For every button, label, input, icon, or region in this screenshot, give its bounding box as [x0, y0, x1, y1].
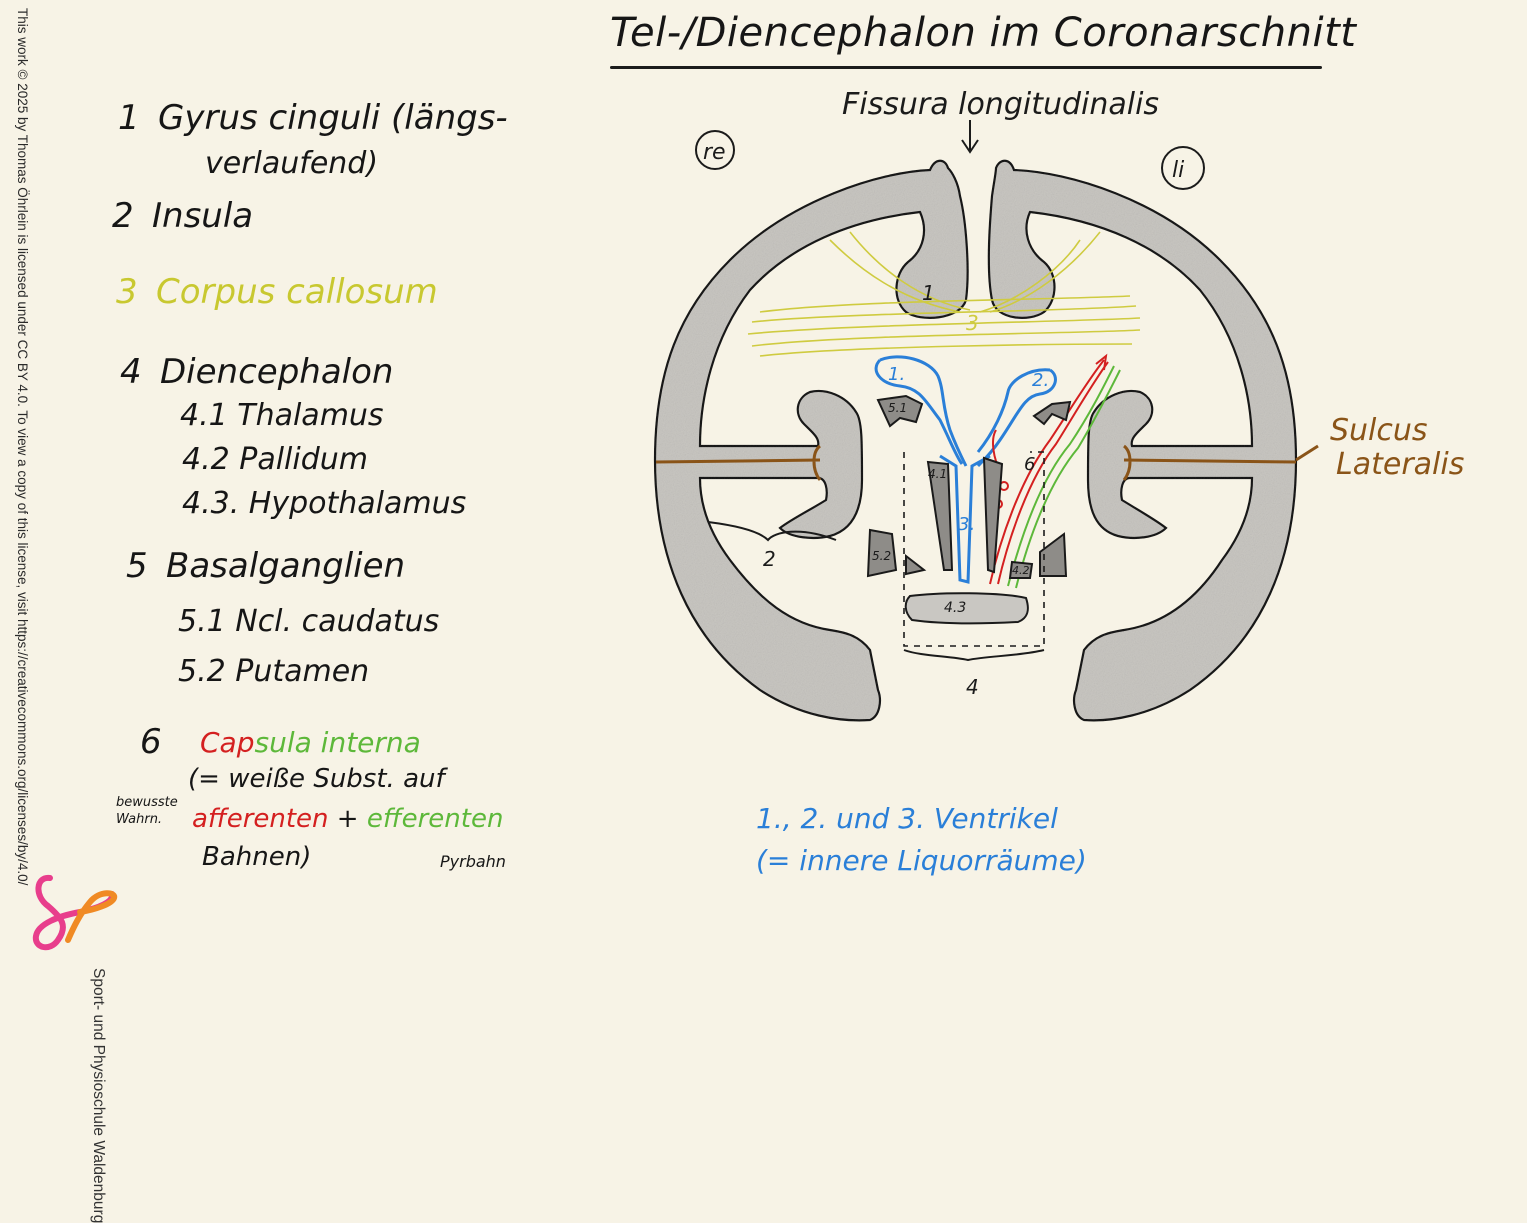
ventricle-2-label: 2.: [1032, 370, 1049, 391]
legend-item-6-number: 6: [140, 722, 162, 762]
legend-number: 3: [116, 272, 138, 312]
nuclei-shapes: [866, 394, 1072, 579]
left-side-label: li: [1172, 158, 1184, 183]
label-4-1-right: 4.1: [928, 467, 947, 481]
legend-number: 5: [126, 546, 148, 586]
sulcus-label-line1: Sulcus: [1330, 413, 1428, 448]
sulcus-lateralis-lines: [655, 444, 1319, 481]
legend-item-1: 1 Gyrus cinguli (längs-: [118, 98, 508, 138]
right-side-marker: [695, 130, 735, 170]
efferenten-text: efferenten: [366, 804, 504, 834]
legend-item-5: 5 Basalganglien: [126, 546, 405, 586]
left-side-marker: [1161, 146, 1205, 190]
label-4-3: 4.3: [944, 600, 966, 616]
legend-item-5-2: 5.2 Putamen: [178, 654, 370, 689]
right-side-label: re: [703, 140, 726, 165]
ventricles-line-2: (= innere Liquorräume): [756, 844, 1087, 877]
legend-item-3: 3 Corpus callosum: [116, 272, 438, 312]
label-5-2-right: 5.2: [872, 549, 891, 563]
legend-item-2: 2 Insula: [112, 196, 253, 236]
left-hemisphere-cortex: [987, 159, 1298, 722]
pallidum-left: [1008, 560, 1034, 579]
legend-text: Basalganglien: [166, 546, 406, 586]
nucleus-caudatus-right: [876, 394, 924, 428]
logo-mark-icon: [32, 874, 118, 951]
corpus-callosum-number: 3: [966, 311, 979, 335]
putamen-left: [1039, 532, 1068, 577]
legend-item-4-2: 4.2 Pallidum: [182, 442, 369, 477]
thalamus-left: [982, 456, 1004, 574]
right-hemisphere-cortex: [653, 159, 969, 722]
fissura-label: Fissura longitudinalis: [842, 87, 1159, 122]
legend-item-4: 4 Diencephalon: [120, 352, 393, 392]
nucleus-caudatus-left: [1032, 400, 1072, 426]
brain-coronal-diagram: Fissura longitudinalis re li 3 1 Sulcus …: [653, 87, 1464, 722]
legend-item-6-line4: Bahnen): [202, 842, 312, 872]
school-logo: [28, 866, 118, 1076]
legend-text: Gyrus cinguli (längs-: [158, 98, 508, 138]
legend-text: Corpus callosum: [156, 272, 438, 312]
legend-item-6-line3: afferenten + efferenten: [192, 804, 503, 834]
legend-item-6-line2: (= weiße Subst. auf: [188, 764, 445, 794]
legend-item-5-1: 5.1 Ncl. caudatus: [178, 604, 440, 639]
plus-sign: +: [336, 804, 359, 834]
insula-brace: [707, 521, 837, 542]
title-underline: [610, 66, 1322, 69]
thalamus-right: [926, 460, 954, 571]
legend-number: 4: [120, 352, 142, 392]
legend-number: 1: [118, 98, 140, 138]
label-4-2-left: 4.2: [1012, 564, 1030, 577]
label-5-1-right: 5.1: [888, 401, 907, 415]
interna-green: interna: [320, 726, 421, 759]
legend-number: 2: [112, 196, 134, 236]
diencephalon-number: 4: [966, 675, 979, 699]
capsula-green-part: sula: [254, 726, 312, 759]
legend-text: Insula: [152, 196, 254, 236]
putamen-right: [866, 528, 898, 578]
legend-item-1-continued: verlaufend): [205, 146, 379, 181]
legend-text: Diencephalon: [160, 352, 394, 392]
legend-item-4-1: 4.1 Thalamus: [180, 398, 384, 433]
corpus-callosum-fibers: [747, 231, 1141, 357]
diencephalon-brace: [903, 649, 1045, 662]
insula-number: 2: [763, 547, 776, 571]
legend-item-4-3: 4.3. Hypothalamus: [182, 486, 467, 521]
pallidum-right: [905, 553, 927, 576]
note-bewusste-wahrnehmung: bewusste Wahrn.: [116, 795, 178, 827]
ventricle-3-label: 3.: [958, 514, 975, 535]
note-pyrbahn: Pyrbahn: [440, 852, 506, 871]
capsula-red-part: Cap: [200, 726, 255, 759]
afferenten-text: afferenten: [192, 804, 329, 834]
diencephalon-boundary: [903, 451, 1045, 647]
ventricle-system: [874, 355, 1057, 584]
gyrus-cinguli-number: 1: [922, 281, 935, 305]
ventricle-1-label: 1.: [888, 364, 905, 385]
hypothalamus-shape: [904, 592, 1029, 625]
capsula-number: 6: [1024, 454, 1035, 475]
sulcus-label-line2: Lateralis: [1336, 447, 1464, 482]
legend-item-6-title: Capsula interna: [200, 726, 421, 759]
ventricles-line-1: 1., 2. und 3. Ventrikel: [756, 802, 1058, 835]
page-title: Tel-/Diencephalon im Coronarschnitt: [610, 10, 1357, 56]
fissura-arrow-icon: [961, 120, 979, 154]
